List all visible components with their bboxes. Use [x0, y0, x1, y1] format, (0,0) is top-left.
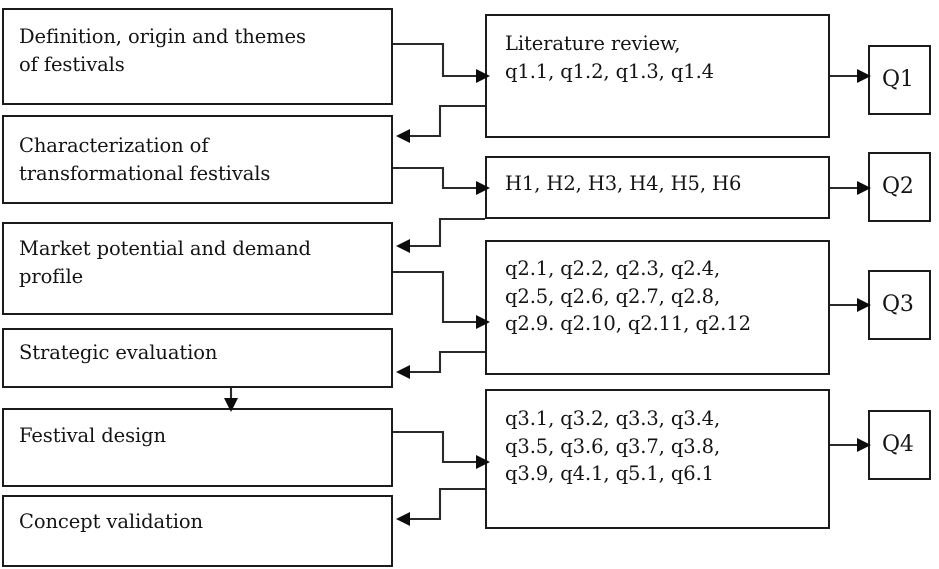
connector-q2-items-to-strategic-evaluation [396, 350, 485, 379]
method-box-hypotheses[interactable]: H1, H2, H3, H4, H5, H6 [485, 156, 830, 219]
topic-box-characterization-label: Characterization of transformational fes… [19, 133, 271, 185]
method-box-literature-review-label: Literature review, q1.1, q1.2, q1.3, q1.… [505, 32, 714, 83]
question-box-q4[interactable]: Q4 [868, 410, 931, 480]
topic-box-festival-design[interactable]: Festival design [2, 408, 393, 487]
question-box-q2[interactable]: Q2 [868, 152, 931, 222]
connector-characterization-to-hypotheses [393, 166, 490, 195]
connector-definition-to-literature [393, 42, 490, 83]
topic-box-market-potential[interactable]: Market potential and demand profile [2, 222, 393, 315]
connector-q3-items-to-q4 [830, 438, 871, 452]
method-box-q2-items[interactable]: q2.1, q2.2, q2.3, q2.4, q2.5, q2.6, q2.7… [485, 240, 830, 375]
connector-hypotheses-to-q2 [830, 181, 871, 195]
method-box-literature-review[interactable]: Literature review, q1.1, q1.2, q1.3, q1.… [485, 14, 830, 138]
method-box-q2-items-label: q2.1, q2.2, q2.3, q2.4, q2.5, q2.6, q2.7… [505, 257, 751, 336]
question-box-q2-label: Q2 [882, 174, 914, 200]
question-box-q3-label: Q3 [882, 292, 914, 318]
question-box-q1[interactable]: Q1 [868, 45, 931, 115]
connector-q2-items-to-q3 [830, 298, 871, 312]
connector-hypotheses-to-market-potential [396, 217, 485, 253]
connector-literature-to-q1 [830, 69, 871, 83]
topic-box-concept-validation[interactable]: Concept validation [2, 495, 393, 567]
method-box-hypotheses-label: H1, H2, H3, H4, H5, H6 [505, 172, 742, 195]
method-box-q3-items[interactable]: q3.1, q3.2, q3.3, q3.4, q3.5, q3.6, q3.7… [485, 389, 830, 529]
topic-box-market-potential-label: Market potential and demand profile [19, 237, 311, 288]
topic-box-definition-label: Definition, origin and themes of festiva… [19, 25, 306, 76]
connector-festival-design-to-q3-items [393, 430, 490, 469]
question-box-q4-label: Q4 [882, 432, 914, 458]
connector-literature-to-characterization [396, 104, 485, 143]
topic-box-festival-design-label: Festival design [19, 424, 166, 447]
topic-box-strategic-evaluation-label: Strategic evaluation [19, 341, 218, 364]
question-box-q3[interactable]: Q3 [868, 270, 931, 340]
method-box-q3-items-label: q3.1, q3.2, q3.3, q3.4, q3.5, q3.6, q3.7… [505, 407, 721, 486]
topic-box-characterization[interactable]: Characterization of transformational fes… [2, 115, 393, 204]
connector-market-potential-to-q2-items [393, 270, 490, 329]
question-box-q1-label: Q1 [882, 67, 914, 93]
topic-box-concept-validation-label: Concept validation [19, 510, 203, 533]
topic-box-definition[interactable]: Definition, origin and themes of festiva… [2, 8, 393, 105]
topic-box-strategic-evaluation[interactable]: Strategic evaluation [2, 328, 393, 388]
connector-q3-items-to-concept-validation [396, 487, 485, 526]
